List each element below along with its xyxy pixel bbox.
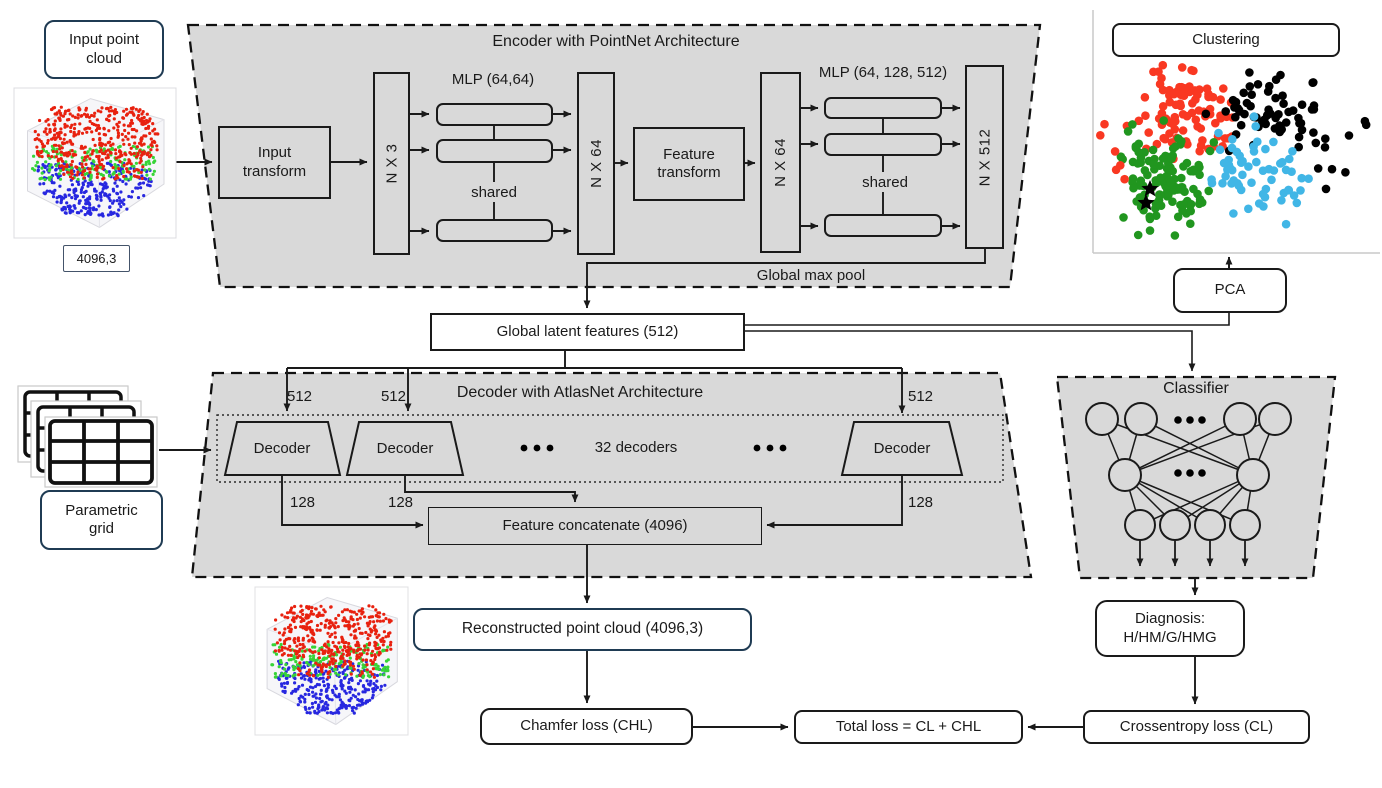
decoder-input-dim-label: 512 [380,388,406,405]
mlp-layer-box [824,214,942,237]
shared-label: shared [471,184,517,201]
nx3-label: N X 3 [383,143,401,184]
nx64-label: N X 64 [772,138,790,187]
nx64-node-1: N X 64 [577,72,615,255]
feature-concatenate-node: Feature concatenate (4096) [428,507,762,545]
nx64-node-2: N X 64 [760,72,801,253]
parametric-grid-icon [17,385,158,488]
input-point-cloud-label-2: cloud [86,49,122,67]
decoder-output-dim-label: 128 [388,494,414,511]
global-latent-features-node: Global latent features (512) [430,313,745,351]
clustering-node: Clustering [1112,23,1340,57]
decoder-unit-1 [223,421,342,476]
decoder-unit-label: Decoder [376,440,434,457]
decoder-input-dim-label: 512 [287,388,313,405]
decoder-output-dim-label: 128 [290,494,316,511]
shared-label: shared [862,174,908,191]
mlp2-label: MLP (64, 128, 512) [818,64,948,81]
nx64-label: N X 64 [587,139,605,188]
decoder-output-dim-label: 128 [908,494,934,511]
mlp-layer-box [824,97,942,119]
mlp-layer-box [436,139,553,163]
nx512-node: N X 512 [965,65,1004,249]
crossentropy-loss-node: Crossentropy loss (CL) [1083,710,1310,744]
nx3-node: N X 3 [373,72,410,255]
clustering-scatter-plot [1092,10,1380,254]
decoder-unit-label: Decoder [253,440,311,457]
parametric-grid-label-1: Parametric [65,501,138,519]
feature-transform-node: Feature transform [633,127,745,201]
mlp-layer-box [436,219,553,242]
input-dims-badge: 4096,3 [63,245,130,272]
feature-transform-label-2: transform [657,164,721,181]
decoder-unit-label: Decoder [873,440,931,457]
mlp-layer-box [824,133,942,156]
decoder-ellipsis-dots [520,444,787,452]
input-transform-node: Input transform [218,126,331,199]
reconstructed-point-cloud-image [254,586,409,736]
nx512-label: N X 512 [976,128,994,186]
classifier-network [1085,402,1292,567]
flow-arrows [159,446,1199,731]
decoder-count-label: 32 decoders [594,439,678,456]
encoder-arrows [176,104,986,309]
decoder-unit-2 [345,421,465,476]
cluster-center-stars [1137,180,1159,211]
decoder-unit-3 [840,421,964,476]
feature-transform-label-1: Feature [663,145,715,163]
diagnosis-label-2: H/HM/G/HMG [1123,628,1217,646]
diagnosis-label-1: Diagnosis: [1134,610,1206,628]
mlp-layer-box [436,103,553,126]
input-transform-label-1: Input [257,144,292,162]
global-max-pool-label: Global max pool [756,267,866,284]
decoder-input-dim-label: 512 [908,388,934,405]
classifier-title: Classifier [1163,380,1229,397]
parametric-grid-node: Parametric grid [40,490,163,550]
input-point-cloud-node: Input point cloud [44,20,164,79]
diagnosis-node: Diagnosis: H/HM/G/HMG [1095,600,1245,657]
encoder-title: Encoder with PointNet Architecture [492,33,740,50]
reconstructed-point-cloud-node: Reconstructed point cloud (4096,3) [413,608,752,651]
input-point-cloud-label-1: Input point [68,31,140,49]
input-point-cloud-image [13,87,177,239]
classifier-ellipsis-dots [1174,416,1206,477]
input-transform-label-2: transform [242,162,307,180]
mlp1-label: MLP (64,64) [451,71,535,88]
classifier-output-arrows [1136,541,1249,567]
decoder-bank-strip [216,414,1004,483]
pca-node: PCA [1173,268,1287,313]
chamfer-loss-node: Chamfer loss (CHL) [480,708,693,745]
decoder-title: Decoder with AtlasNet Architecture [456,384,704,401]
total-loss-node: Total loss = CL + CHL [794,710,1023,744]
parametric-grid-label-2: grid [88,520,114,537]
